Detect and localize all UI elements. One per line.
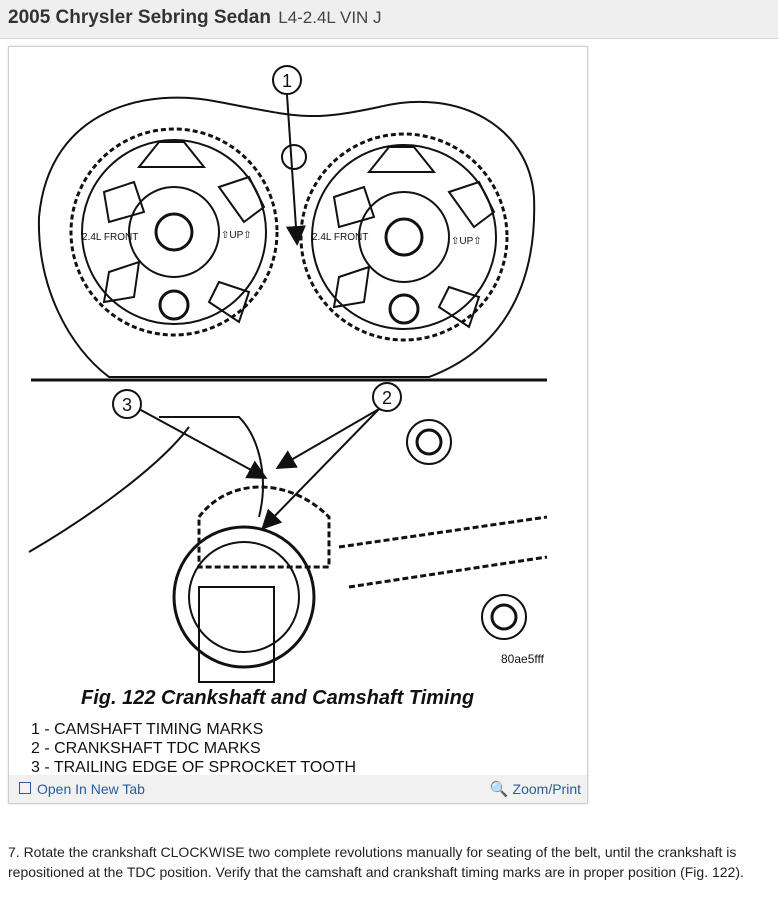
callout-2-arrow-b: [261, 408, 380, 530]
zoom-print-label: Zoom/Print: [512, 781, 581, 797]
callout-1-arrow: [285, 94, 306, 246]
engine-spec: L4-2.4L VIN J: [278, 8, 382, 27]
open-in-new-tab-label: Open In New Tab: [37, 781, 145, 797]
figure-card: 1 2 3 2.4L FRONT ⇧UP⇧ 2.4L FRONT ⇧UP⇧ 80…: [8, 46, 588, 804]
svg-text:1: 1: [282, 71, 292, 91]
callout-2-arrow-a: [275, 408, 380, 470]
timing-diagram: 1 2 3 2.4L FRONT ⇧UP⇧ 2.4L FRONT ⇧UP⇧: [28, 65, 548, 683]
page-header: 2005 Chrysler Sebring Sedan L4-2.4L VIN …: [0, 0, 778, 39]
callout-3-arrow: [138, 408, 268, 479]
procedure-step: 7. Rotate the crankshaft CLOCKWISE two c…: [8, 844, 744, 880]
left-sprocket-up-label: ⇧UP⇧: [221, 230, 252, 241]
figure-legend: 1 - CAMSHAFT TIMING MARKS 2 - CRANKSHAFT…: [31, 720, 356, 777]
vehicle-name: 2005 Chrysler Sebring Sedan: [8, 7, 271, 28]
zoom-print-link[interactable]: 🔍Zoom/Print: [490, 780, 581, 798]
figure-caption: Fig. 122 Crankshaft and Camshaft Timing: [81, 687, 475, 709]
vehicle-title: 2005 Chrysler Sebring Sedan L4-2.4L VIN …: [8, 7, 382, 29]
right-sprocket-front-label: 2.4L FRONT: [312, 232, 368, 243]
belt-outline: [37, 96, 536, 378]
open-in-new-tab-link[interactable]: Open In New Tab: [19, 781, 145, 797]
svg-text:2: 2: [382, 388, 392, 408]
callout-1: 1: [272, 65, 302, 95]
callout-3: 3: [112, 389, 142, 419]
figure-footer: Open In New Tab 🔍Zoom/Print: [9, 775, 587, 803]
left-cam-sprocket: [69, 127, 279, 337]
zoom-icon: 🔍: [489, 781, 509, 798]
callout-2: 2: [372, 382, 402, 412]
left-sprocket-front-label: 2.4L FRONT: [82, 232, 138, 243]
svg-text:3: 3: [122, 395, 132, 415]
legend-item: 2 - CRANKSHAFT TDC MARKS: [31, 740, 261, 757]
right-sprocket-up-label: ⇧UP⇧: [451, 236, 482, 247]
legend-item: 1 - CAMSHAFT TIMING MARKS: [31, 721, 264, 738]
open-tab-icon: [19, 782, 31, 794]
figure-id: 80ae5fff: [501, 652, 544, 666]
legend-item: 3 - TRAILING EDGE OF SPROCKET TOOTH: [31, 759, 357, 776]
